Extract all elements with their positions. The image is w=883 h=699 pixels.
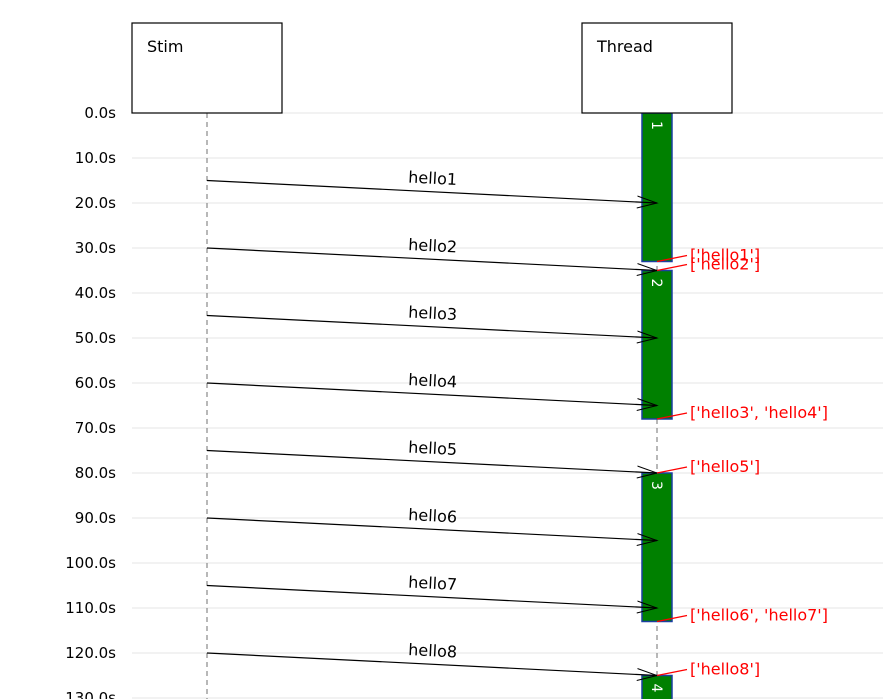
time-tick-label: 60.0s [75,374,116,392]
activation-label: 1 [648,121,664,130]
message-arrow [206,179,657,204]
time-axis: 0.0s 10.0s 20.0s 30.0s 40.0s 50.0s 60.0s 70.0s 8… [65,104,116,699]
time-tick-label: 80.0s [75,464,116,482]
annotation-leader [656,263,688,272]
activation-bars: 1 2 3 4 [641,112,673,699]
time-grid [132,112,883,699]
time-tick-label: 40.0s [75,284,116,302]
message-label: hello3 [408,303,458,324]
time-tick-label: 100.0s [65,554,116,572]
message-label: hello2 [408,235,458,256]
annotation-leader [656,466,688,474]
time-tick-label: 110.0s [65,599,116,617]
annotation-text: ['hello5'] [690,457,760,476]
time-tick-label: 0.0s [84,104,116,122]
time-tick-label: 50.0s [75,329,116,347]
lifelines [206,113,658,699]
activation-label: 4 [648,684,664,693]
participant-label: Stim [147,37,183,56]
annotation-leader [656,254,688,263]
time-tick-label: 90.0s [75,509,116,527]
messages: hello1 hello2 hello3 hello4 hello5 hello6 hell… [206,168,657,676]
message-label: hello5 [408,438,458,459]
activation-label: 2 [648,279,664,288]
annotation-leader [656,668,688,677]
time-tick-label: 30.0s [75,239,116,257]
annotation-text: ['hello6', 'hello7'] [690,606,828,625]
annotation-leader [656,412,688,420]
message-label: hello4 [408,370,458,391]
message-arrow [206,314,657,339]
time-tick-label: 120.0s [65,644,116,662]
annotation-text: ['hello3', 'hello4'] [690,403,828,422]
message-label: hello7 [408,573,458,594]
activation-label: 3 [648,481,664,490]
activation-bar [641,269,673,420]
activation-bar [641,112,673,263]
annotation-leader [656,614,688,623]
message-arrow [206,517,657,541]
message-label: hello8 [408,640,458,661]
message-arrow [206,449,657,474]
annotation-text: ['hello8'] [690,660,760,679]
message-label: hello1 [408,168,458,189]
annotation-text: ['hello1'] [690,246,760,265]
message-arrow [206,247,657,271]
message-arrow [206,584,657,609]
participant-box [581,22,733,114]
message-label: hello6 [408,505,458,526]
annotation-text: ['hello2'] [690,255,760,274]
time-tick-label: 130.0s [65,689,116,699]
time-tick-label: 70.0s [75,419,116,437]
time-tick-label: 20.0s [75,194,116,212]
participant-label: Thread [596,37,653,56]
message-arrow [206,652,657,676]
time-tick-label: 10.0s [75,149,116,167]
participant-box [131,22,283,114]
message-arrow [206,382,657,406]
participant-headers: Stim Thread [131,22,733,114]
activation-bar [641,472,673,623]
annotations: ['hello1']['hello2'] ['hello3', 'hello4']… [656,246,828,679]
